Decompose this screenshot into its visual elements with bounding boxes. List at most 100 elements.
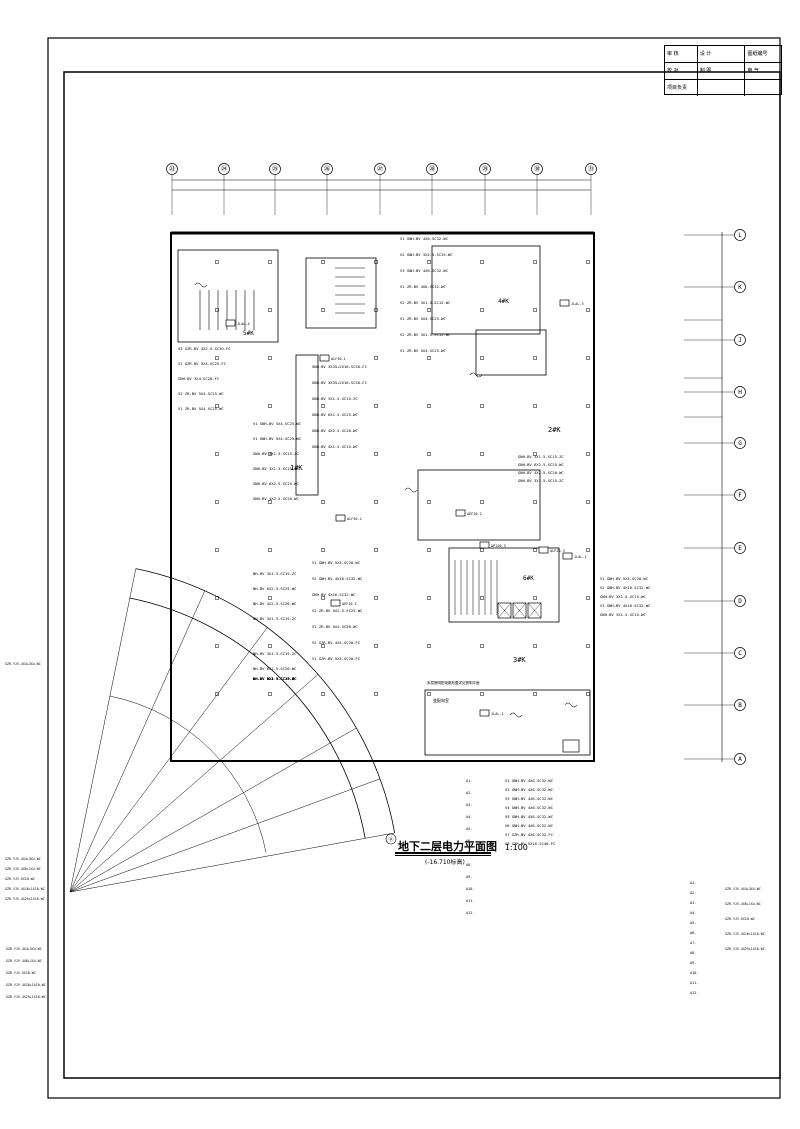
grid-bubble xyxy=(734,229,746,241)
column xyxy=(215,260,219,264)
title-block-cell: 制 图 xyxy=(698,63,746,79)
note-text: 本层照明配电箱布置详见照明平面 xyxy=(427,680,480,685)
title-block-row: 审 核 设 计 图纸编号 xyxy=(665,46,781,63)
panel-label: JLAL-1 xyxy=(574,555,587,559)
room-label: 6#K xyxy=(523,575,534,582)
cable-label: V2 GNH-BV 4X16-SC32-WC xyxy=(600,585,650,590)
column xyxy=(427,452,431,456)
column xyxy=(321,500,325,504)
cable-label: NH-BV 6X2.5-SC25-WC xyxy=(253,676,296,681)
cable-label: V1 ZR-BV 5X4-SC20-WC xyxy=(312,624,358,629)
column xyxy=(321,548,325,552)
cable-label: GNH-BV 6X1.5-SC25-WC xyxy=(312,412,358,417)
cable-label: NH-BV 4X2.5-SC20-WC xyxy=(253,676,296,681)
cable-label: V1 GNH-BV 5X4-SC20-WC xyxy=(312,560,360,565)
legend-label: GZR-YJV-4X16+1X10-WC xyxy=(725,932,765,936)
radial-line xyxy=(69,674,319,893)
column xyxy=(533,404,537,408)
room xyxy=(448,547,560,623)
title-block-cell: 审 核 xyxy=(665,46,698,62)
grid-label: F xyxy=(738,492,742,499)
cable-label: NH-BV 3X1.5-SC15-ZC xyxy=(253,676,296,681)
cable-label: NH-BV 3X1.5-SC15-ZC xyxy=(253,616,296,621)
distribution-panel xyxy=(455,509,466,517)
panel-label: AP1J0-3 xyxy=(491,544,506,548)
cable-label: V5 GNH-BV 4X6-SC32-WC xyxy=(505,814,553,819)
lift-cross xyxy=(497,602,512,619)
room-label: 1#K xyxy=(290,464,303,472)
column xyxy=(268,596,272,600)
legend-label: GZR-YJV-4X4+3X4-WC xyxy=(5,662,41,666)
grid-label: D xyxy=(738,598,742,605)
cable-label: V1 ZR-BV 5X4-SC25-WC xyxy=(400,348,446,353)
column xyxy=(427,356,431,360)
fan-symbol xyxy=(564,702,578,708)
column xyxy=(533,260,537,264)
grid-label: ㉛ xyxy=(588,165,594,173)
title-underline xyxy=(395,852,491,854)
equipment-code: A1- xyxy=(690,881,696,885)
legend-label: GZR-YJV-4X25+1X16-WC xyxy=(725,947,765,951)
cable-label: V1 ZR-BV 5X4-SC25-WC xyxy=(178,406,224,411)
grid-bubble xyxy=(374,163,386,175)
cable-label: V1 GZR-BV 5X4-SC20-FC xyxy=(312,656,360,661)
cable-label: V2 GNH-BV 4X16-SC32-WC xyxy=(312,576,362,581)
column xyxy=(586,452,590,456)
distribution-panel xyxy=(330,599,341,607)
cable-label: V6 GNH-BV 4X6-SC32-WC xyxy=(505,823,553,828)
cable-label: V7 GZR-BV 4X6-SC32-FC xyxy=(505,832,553,837)
distribution-panel xyxy=(319,354,330,362)
column xyxy=(586,356,590,360)
grid-bubble xyxy=(734,595,746,607)
legend-label: GZR-YJV-4X6+1X4-WC xyxy=(725,902,761,906)
cable-label: V1 ZR-BV 4X6-SC32-WC xyxy=(400,284,446,289)
grid-bubble xyxy=(385,833,397,845)
title-block-cell: 图纸编号 xyxy=(747,51,768,57)
column xyxy=(215,452,219,456)
cable-label: V2 ZR-BV 5X4-SC25-WC xyxy=(178,391,224,396)
grid-bubble xyxy=(734,437,746,449)
building-outline xyxy=(170,232,595,762)
lift-shaft xyxy=(497,602,512,619)
column xyxy=(321,308,325,312)
grid-bubble xyxy=(734,699,746,711)
column xyxy=(215,404,219,408)
title-block-cell: 校 对 xyxy=(665,63,698,79)
room xyxy=(417,469,541,541)
cable-label: GNH-BV 3X1.5-SC15-ZC xyxy=(253,451,299,456)
column xyxy=(586,692,590,696)
column xyxy=(533,308,537,312)
cable-label: NH-BV 3X1.5-SC15-ZC xyxy=(253,571,296,576)
grid-label: ㉘ xyxy=(429,165,435,173)
drawing-title-text: 地下二层电力平面图 xyxy=(398,840,497,853)
grid-bubble xyxy=(585,163,597,175)
cable-label: NH-BV 4X2.5-SC20-WC xyxy=(253,601,296,606)
grid-label: G xyxy=(738,440,742,447)
radial-line xyxy=(69,568,137,893)
column xyxy=(374,548,378,552)
equipment-code: A10- xyxy=(690,971,698,975)
column xyxy=(374,692,378,696)
grid-bubble xyxy=(734,489,746,501)
grid-bubble xyxy=(321,163,333,175)
cable-label: GNH-BV 4X1.5-SC15-WC xyxy=(312,444,358,449)
equipment-code: A8- xyxy=(466,863,472,867)
panel-label: ALFJ0-3 xyxy=(550,549,565,553)
equipment-symbols: ALFJ0-1ALFJ0-2AEFJ0-1AEFJ0-2AP1J0-3ALFJ0… xyxy=(194,282,587,718)
cable-label: GNH-BV 4X2.5-SC20-WC xyxy=(312,428,358,433)
equipment-code: A12- xyxy=(466,911,474,915)
column xyxy=(374,596,378,600)
title-block-row: 校 对 制 图 电 气 xyxy=(665,63,781,80)
cable-label: V2 GNH-BV 3X2.5-SC15-WC xyxy=(400,252,453,257)
column xyxy=(427,500,431,504)
column xyxy=(427,548,431,552)
panel-label: ALFJ0-2 xyxy=(347,517,362,521)
cable-label: V2 GZR-BV 4X4-SC20-FC xyxy=(312,640,360,645)
arc-wall xyxy=(135,568,396,833)
room-label: 变配电室 xyxy=(433,697,449,703)
column xyxy=(427,404,431,408)
cable-label: NH-BV 3X1.5-SC15-ZC xyxy=(253,651,296,656)
cable-label: V2 ZR-BV 3X1.5-SC15-WC xyxy=(400,300,450,305)
drawing-scale: 1:100 xyxy=(504,843,528,852)
column xyxy=(480,404,484,408)
